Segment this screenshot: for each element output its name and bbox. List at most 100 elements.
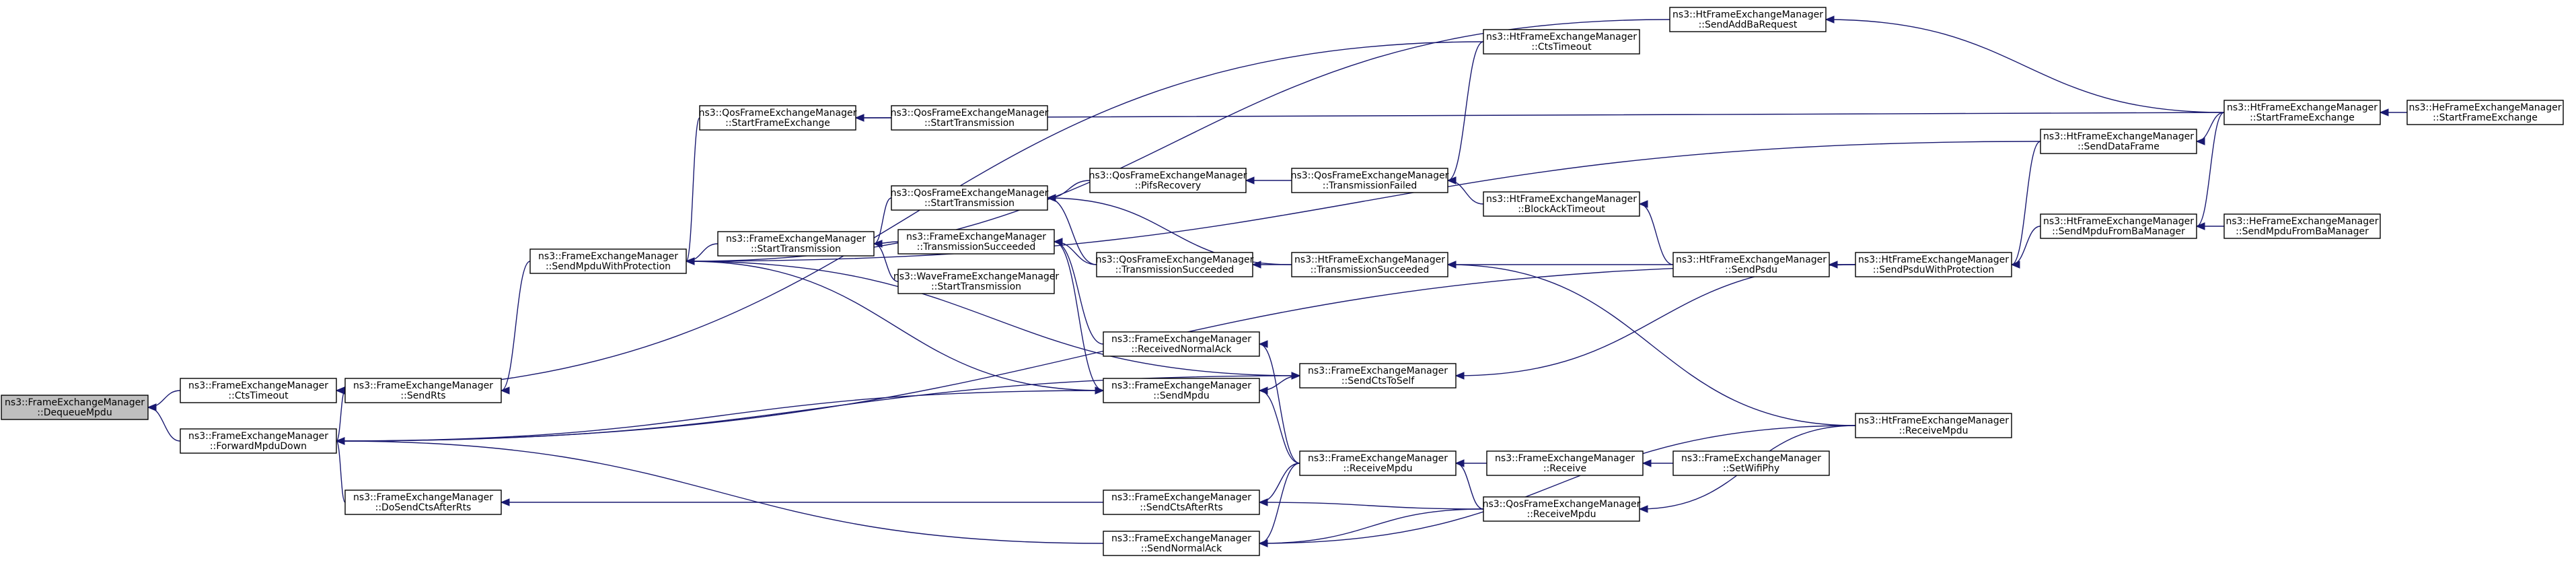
node-recvack[interactable]: ns3::FrameExchangeManager::ReceivedNorma… xyxy=(1103,331,1260,357)
node-class-label: ns3::HtFrameExchangeManager xyxy=(1672,9,1823,20)
node-box xyxy=(891,105,1048,131)
node-ht_senddata[interactable]: ns3::HtFrameExchangeManager::SendDataFra… xyxy=(2040,129,2197,154)
node-forward[interactable]: ns3::FrameExchangeManager::ForwardMpduDo… xyxy=(180,428,337,454)
node-box xyxy=(1291,168,1448,193)
node-method-label: ::ReceiveMpdu xyxy=(1527,509,1596,520)
edge-arrowhead xyxy=(1251,261,1261,269)
node-box xyxy=(1103,378,1260,403)
node-method-label: ::SendMpdu xyxy=(1153,391,1209,401)
node-class-label: ns3::FrameExchangeManager xyxy=(188,380,328,391)
node-method-label: ::BlockAckTimeout xyxy=(1518,204,1605,215)
node-method-label: ::StartTransmission xyxy=(751,244,841,255)
node-method-label: ::SendCtsToSelf xyxy=(1341,376,1415,386)
node-fem_recvmpdu[interactable]: ns3::FrameExchangeManager::ReceiveMpdu xyxy=(1299,450,1457,476)
node-class-label: ns3::FrameExchangeManager xyxy=(188,431,328,442)
node-dosendcts[interactable]: ns3::FrameExchangeManager::DoSendCtsAfte… xyxy=(344,490,502,515)
edge-ht_cts-to-ctstimeout_fem xyxy=(336,41,1484,391)
node-qos_ts[interactable]: ns3::QosFrameExchangeManager::Transmissi… xyxy=(1096,252,1254,277)
node-qos_tf[interactable]: ns3::QosFrameExchangeManager::Transmissi… xyxy=(1291,168,1449,193)
edge-sendnormalack-to-forward xyxy=(336,440,1104,544)
node-method-label: ::StartFrameExchange xyxy=(725,118,830,129)
node-pifs[interactable]: ns3::QosFrameExchangeManager::PifsRecove… xyxy=(1089,168,1247,193)
node-qos_st_top[interactable]: ns3::QosFrameExchangeManager::StartTrans… xyxy=(891,105,1049,131)
node-sendmpduprot[interactable]: ns3::FrameExchangeManager::SendMpduWithP… xyxy=(529,248,687,274)
edge-ht_sfe-to-ht_addba xyxy=(1825,19,2225,113)
node-method-label: ::SendPsdu xyxy=(1725,265,1777,275)
node-dequeue[interactable]: ns3::FrameExchangeManager::DequeueMpdu xyxy=(1,395,149,420)
node-method-label: ::TransmissionSucceeded xyxy=(917,242,1036,252)
node-box xyxy=(1672,450,1830,476)
node-ht_sendmpdufromba[interactable]: ns3::HtFrameExchangeManager::SendMpduFro… xyxy=(2040,213,2197,239)
node-ht_addba[interactable]: ns3::HtFrameExchangeManager::SendAddBaRe… xyxy=(1669,7,1827,32)
edge-arrowhead xyxy=(1291,372,1301,380)
edge-fem_ts-to-sendmpdu xyxy=(1054,241,1104,391)
node-class-label: ns3::WaveFrameExchangeManager xyxy=(893,271,1060,282)
node-ht_ts[interactable]: ns3::HtFrameExchangeManager::Transmissio… xyxy=(1291,252,1448,277)
edge-arrowhead xyxy=(1095,386,1105,395)
node-setwifiphy[interactable]: ns3::FrameExchangeManager::SetWifiPhy xyxy=(1672,450,1830,476)
edge-arrowhead xyxy=(1258,539,1268,547)
node-ht_cts[interactable]: ns3::HtFrameExchangeManager::CtsTimeout xyxy=(1483,29,1640,55)
node-method-label: ::StartFrameExchange xyxy=(2250,112,2355,123)
node-method-label: ::StartTransmission xyxy=(924,118,1015,129)
node-method-label: ::SendPsduWithProtection xyxy=(1873,265,1995,275)
edge-arrowhead xyxy=(500,498,510,506)
node-sendrts[interactable]: ns3::FrameExchangeManager::SendRts xyxy=(344,378,502,403)
node-method-label: ::TransmissionSucceeded xyxy=(1115,265,1235,275)
node-method-label: ::SendMpduFromBaManager xyxy=(2052,226,2185,237)
node-class-label: ns3::FrameExchangeManager xyxy=(1111,492,1251,503)
edge-sendmpduprot-to-sendmpdu xyxy=(686,261,1104,391)
node-he_sfe[interactable]: ns3::HeFrameExchangeManager::StartFrameE… xyxy=(2406,100,2564,125)
node-ht_sfe[interactable]: ns3::HtFrameExchangeManager::StartFrameE… xyxy=(2223,100,2381,125)
edge-ht_recvmpdu-to-ht_ts xyxy=(1447,264,1856,426)
edge-recvack-to-fem_ts xyxy=(1054,241,1104,345)
edge-ht_sendpsduprot-to-sendctsself xyxy=(1455,264,1856,376)
node-ht_bat[interactable]: ns3::HtFrameExchangeManager::BlockAckTim… xyxy=(1483,191,1640,217)
node-box xyxy=(2406,100,2564,125)
node-box xyxy=(1672,252,1830,277)
node-qos_recvmpdu[interactable]: ns3::QosFrameExchangeManager::ReceiveMpd… xyxy=(1483,496,1641,522)
node-class-label: ns3::HtFrameExchangeManager xyxy=(2227,102,2378,113)
node-sendmpdu[interactable]: ns3::FrameExchangeManager::SendMpdu xyxy=(1103,378,1260,403)
node-ht_sendpsduprot[interactable]: ns3::HtFrameExchangeManager::SendPsduWit… xyxy=(1855,252,2012,277)
edge-arrowhead xyxy=(1642,459,1652,467)
edge-arrowhead xyxy=(1258,340,1268,348)
edge-fem_st-to-sendmpduprot xyxy=(686,243,719,262)
node-box xyxy=(1,395,149,420)
edge-arrowhead xyxy=(1245,176,1255,184)
node-sendctsafter[interactable]: ns3::FrameExchangeManager::SendCtsAfterR… xyxy=(1103,490,1260,515)
node-box xyxy=(1089,168,1247,193)
node-method-label: ::SendDataFrame xyxy=(2077,141,2160,152)
edge-arrowhead xyxy=(1825,15,1835,24)
node-method-label: ::StartFrameExchange xyxy=(2433,112,2538,123)
node-sendnormalack[interactable]: ns3::FrameExchangeManager::SendNormalAck xyxy=(1103,531,1260,556)
node-class-label: ns3::HtFrameExchangeManager xyxy=(1294,255,1445,265)
node-box xyxy=(699,105,856,131)
node-box xyxy=(717,231,875,257)
node-method-label: ::ReceivedNormalAck xyxy=(1132,344,1232,355)
node-fem_st[interactable]: ns3::FrameExchangeManager::StartTransmis… xyxy=(717,231,875,257)
node-box xyxy=(1291,252,1448,277)
edge-arrowhead xyxy=(1638,505,1648,513)
node-ht_sendpsdu[interactable]: ns3::HtFrameExchangeManager::SendPsdu xyxy=(1672,252,1830,277)
node-he_sendmpdufromba[interactable]: ns3::HeFrameExchangeManager::SendMpduFro… xyxy=(2223,213,2381,239)
node-method-label: ::PifsRecovery xyxy=(1135,180,1202,191)
node-sendctsself[interactable]: ns3::FrameExchangeManager::SendCtsToSelf xyxy=(1299,363,1457,389)
edge-arrowhead xyxy=(1455,459,1465,467)
node-ht_recvmpdu[interactable]: ns3::HtFrameExchangeManager::ReceiveMpdu xyxy=(1855,413,2012,438)
node-wave_st[interactable]: ns3::WaveFrameExchangeManager::StartTran… xyxy=(893,269,1060,294)
node-box xyxy=(1486,450,1644,476)
node-ctstimeout_fem[interactable]: ns3::FrameExchangeManager::CtsTimeout xyxy=(180,378,337,403)
node-qos_sfe[interactable]: ns3::QosFrameExchangeManager::StartFrame… xyxy=(699,105,857,131)
edge-sendmpduprot-to-sendctsself xyxy=(686,261,1300,376)
node-fem_receive[interactable]: ns3::FrameExchangeManager::Receive xyxy=(1486,450,1644,476)
node-class-label: ns3::FrameExchangeManager xyxy=(5,397,145,408)
node-qos_st_mid[interactable]: ns3::QosFrameExchangeManager::StartTrans… xyxy=(891,185,1049,211)
node-class-label: ns3::HtFrameExchangeManager xyxy=(1858,255,2009,265)
node-class-label: ns3::HeFrameExchangeManager xyxy=(2225,216,2378,227)
node-box xyxy=(344,490,502,515)
edge-arrowhead xyxy=(1258,386,1268,395)
node-box xyxy=(1096,252,1253,277)
node-fem_ts[interactable]: ns3::FrameExchangeManager::TransmissionS… xyxy=(897,229,1055,255)
edge-qos_sfe-to-sendmpduprot xyxy=(686,117,700,262)
